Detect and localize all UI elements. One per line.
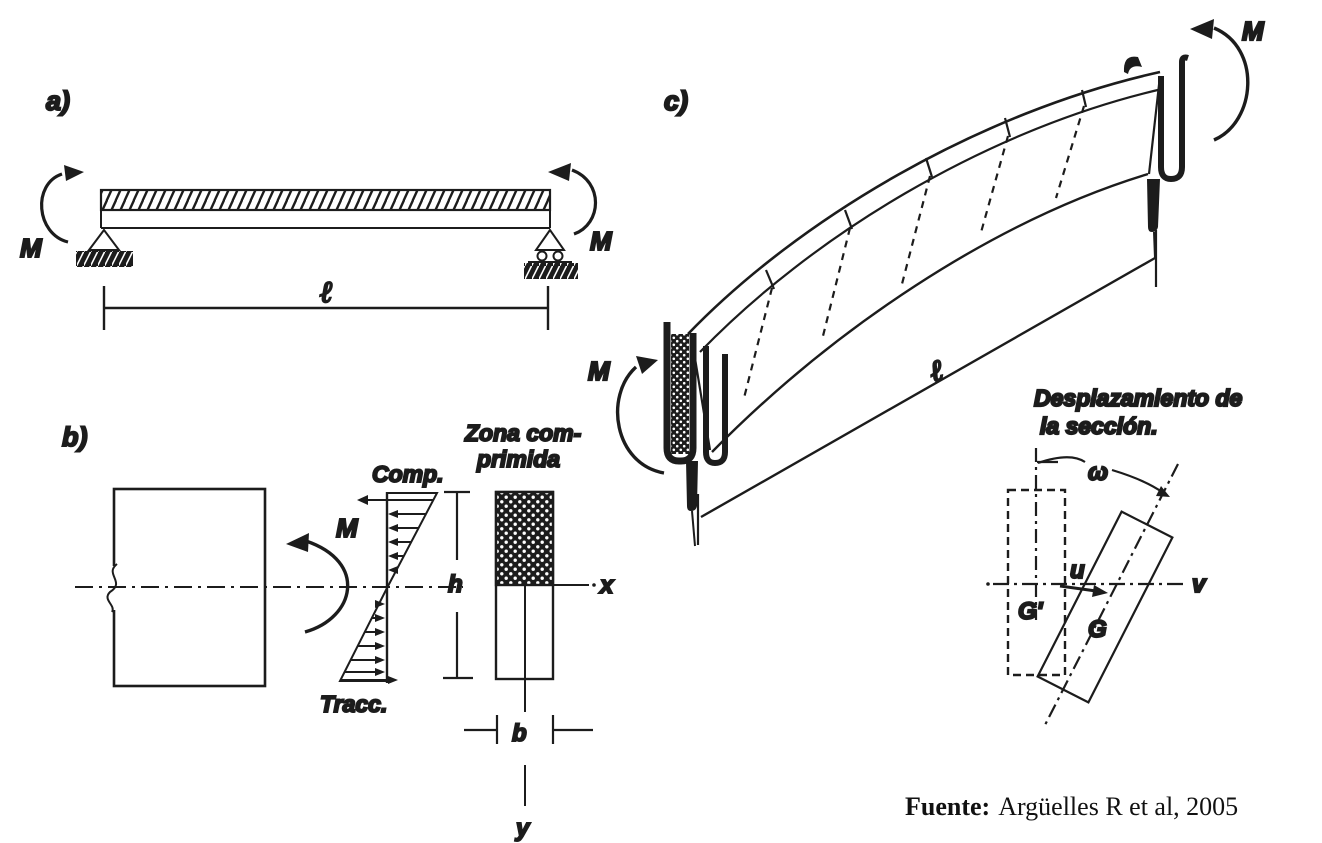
span-dimension-c	[696, 230, 1158, 545]
moment-label-left-a: M	[20, 233, 43, 263]
x-axis-label: x	[598, 572, 615, 599]
panel-a: a) M M	[19, 85, 614, 330]
panel-c: c)	[587, 15, 1266, 728]
u-label: u	[1070, 557, 1085, 584]
arrowhead	[1156, 486, 1170, 497]
moment-label-b: M	[336, 513, 359, 543]
v-label: v	[1192, 571, 1207, 598]
support-post	[1147, 179, 1160, 232]
web-section-dividers	[742, 105, 1086, 399]
y-axis-label: y	[515, 815, 531, 842]
panel-a-label: a)	[46, 86, 70, 116]
compression-arrows	[357, 495, 433, 574]
panel-b-label: b)	[62, 422, 87, 452]
pin-support-left	[76, 228, 133, 267]
beam-end-section	[671, 334, 689, 454]
span-label-c: ℓ	[926, 353, 947, 390]
source-prefix: Fuente:	[905, 792, 991, 821]
tension-triangle	[338, 587, 388, 682]
span-label-a: ℓ	[320, 275, 333, 310]
web-bottom-edge	[711, 172, 1149, 453]
arrowhead	[286, 533, 309, 552]
b-dimension	[464, 715, 593, 744]
beam-side-view	[99, 188, 552, 229]
beam-outline	[100, 190, 551, 229]
rotated-axis	[1043, 463, 1179, 728]
h-dimension-label: h	[448, 571, 463, 598]
span-dimension-a	[102, 286, 550, 330]
h-dimension	[443, 490, 473, 680]
b-dimension-label: b	[512, 720, 527, 747]
original-section	[1006, 488, 1067, 677]
section-displacement-inset: Desplazamiento de la sección. ω u v G' G	[986, 384, 1244, 728]
cross-section	[494, 490, 555, 806]
support-post	[686, 461, 698, 511]
flange-lug	[1123, 56, 1142, 74]
u-displacement-arrow	[1059, 584, 1097, 593]
x-axis	[553, 583, 596, 587]
source-text: Argüelles R et al, 2005	[998, 792, 1239, 821]
break-mark	[106, 563, 118, 613]
moment-arrow-b	[286, 533, 350, 634]
flange-front-edge	[699, 87, 1163, 353]
fork-support-right	[1123, 54, 1189, 259]
moment-label-left-c: M	[588, 356, 611, 386]
moment-arrow-left-c	[615, 356, 665, 475]
panel-b: b) M	[61, 419, 616, 843]
arrowhead	[1092, 585, 1108, 597]
omega-arc	[1037, 456, 1163, 493]
tension-label: Tracc.	[320, 691, 387, 717]
compressed-zone	[494, 490, 555, 587]
g-label: G	[1088, 616, 1107, 643]
moment-label-right-a: M	[590, 226, 613, 256]
moment-arrow-right-c	[1190, 19, 1250, 142]
arrowhead	[636, 356, 658, 374]
roller-support-right	[524, 228, 578, 279]
compression-label: Comp.	[372, 461, 444, 487]
inset-title-2: la sección.	[1040, 413, 1158, 439]
g-prime-label: G'	[1018, 598, 1044, 625]
tension-arrows	[341, 600, 398, 684]
arrowhead	[1190, 19, 1214, 39]
rotation-label: ω	[1088, 459, 1108, 486]
flange-joint-marks	[764, 89, 1088, 290]
arrowhead	[548, 163, 571, 181]
panel-c-label: c)	[664, 86, 688, 116]
beam-flange-hatched	[99, 188, 552, 212]
moment-label-right-c: M	[1242, 16, 1265, 46]
stress-diagram	[338, 492, 439, 684]
flange-top-edge	[687, 70, 1161, 335]
moment-arrow-left-a	[40, 165, 84, 244]
arrowhead	[64, 165, 84, 181]
rotated-section	[1036, 510, 1174, 704]
moment-arrow-right-a	[548, 163, 597, 236]
compressed-zone-label-1: Zona com-	[464, 420, 581, 446]
fork-support-left	[663, 322, 728, 547]
inset-title-1: Desplazamiento de	[1034, 385, 1243, 411]
compressed-zone-label-2: primida	[476, 446, 560, 472]
source-citation: Fuente:Argüelles R et al, 2005	[905, 792, 1305, 822]
